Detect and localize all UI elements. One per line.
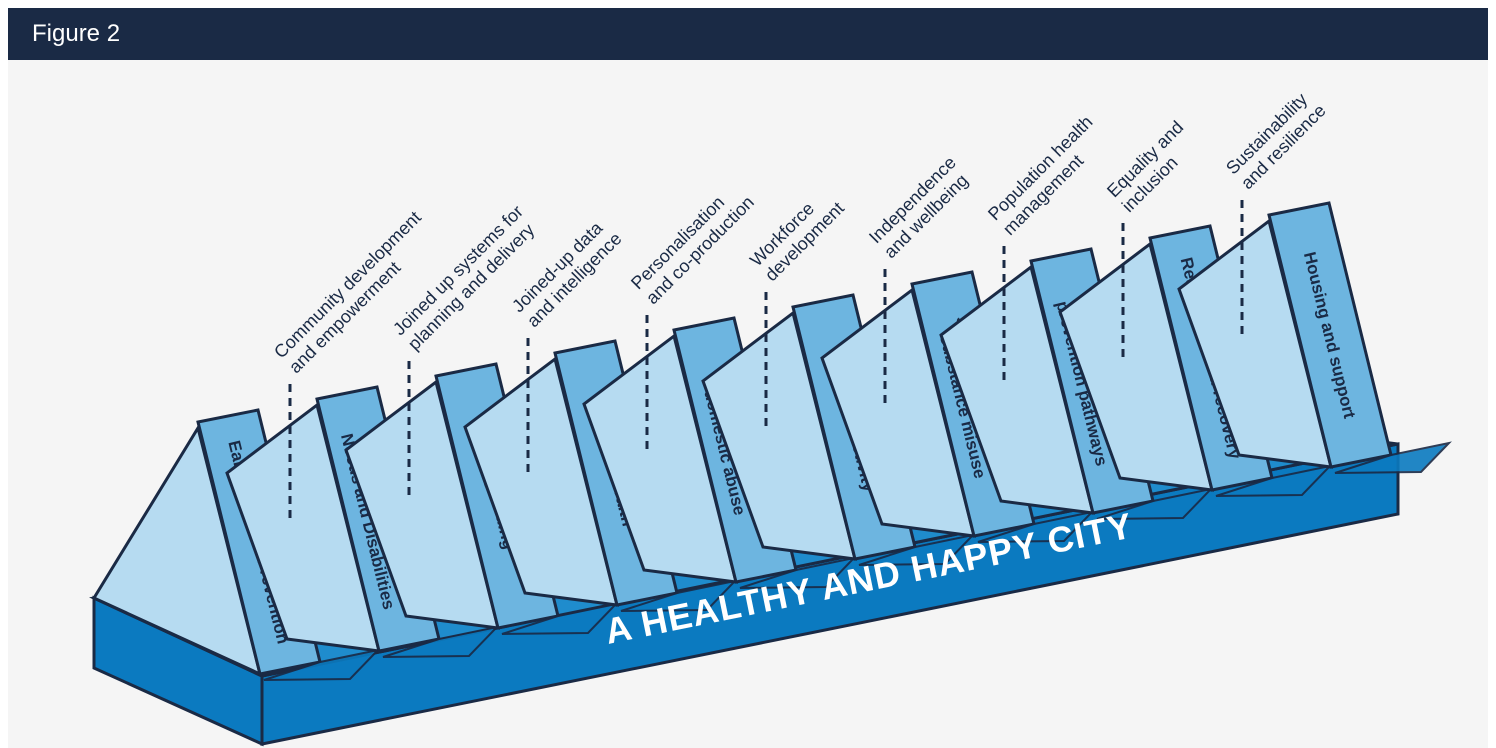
theme-text: Workforcedevelopment — [746, 183, 848, 285]
panel-shadow — [858, 533, 976, 566]
figure-header: Figure 2 — [8, 8, 1488, 60]
panel-shadow — [1096, 487, 1214, 520]
panel-shadow — [501, 602, 619, 635]
theme-text: Equality andinclusion — [1103, 117, 1202, 216]
panel-shadow — [1334, 441, 1452, 474]
panel-shadow — [977, 510, 1095, 543]
theme-text: Personalisationand co-production — [627, 177, 758, 308]
figure-frame: Figure 2 Early help and PreventionSpecia… — [8, 8, 1488, 748]
theme-text: Population healthmanagement — [984, 112, 1111, 239]
panel-shadow — [1215, 464, 1333, 497]
theme-text: Independenceand wellbeing — [865, 152, 975, 262]
pillar-panels: Early help and PreventionSpecial Educati… — [91, 201, 1452, 681]
pillar-panel: Housing and support — [1177, 201, 1452, 474]
panel-shadow — [263, 648, 381, 681]
panel-shadow — [739, 556, 857, 589]
panel-shadow — [620, 579, 738, 612]
figure-title: Figure 2 — [32, 20, 121, 47]
theme-text: Sustainabilityand resilience — [1222, 86, 1330, 194]
theme-text-line: planning and delivery — [404, 220, 538, 354]
pillars-diagram: Early help and PreventionSpecial Educati… — [89, 86, 1452, 747]
panel-shadow — [382, 625, 500, 658]
